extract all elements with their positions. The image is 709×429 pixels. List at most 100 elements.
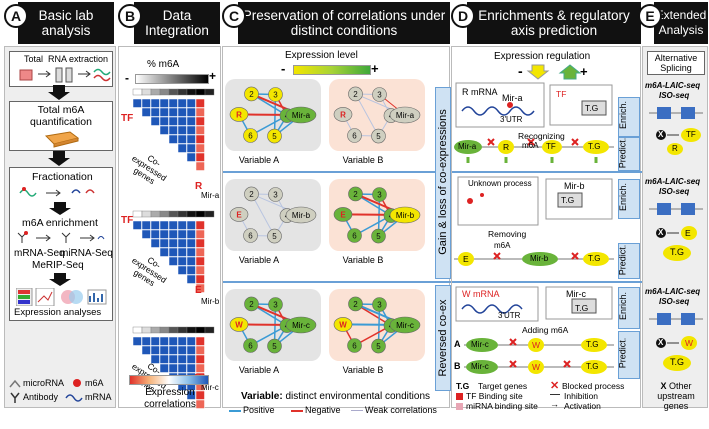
heatmap-cell: [177, 265, 187, 275]
row-divider-d1: [452, 171, 642, 173]
pct-m6a-label: % m6A: [147, 59, 180, 70]
variable-label: Variable B: [343, 255, 384, 265]
e1-tf: TF: [686, 130, 696, 139]
heatmap-cell: [168, 238, 178, 248]
panel-b-letter: B: [118, 4, 142, 28]
row1-mechanism: [454, 82, 614, 163]
panel-e-letter: E: [638, 4, 662, 28]
r1-node-r: R: [503, 142, 510, 152]
variable-label: Variable A: [239, 155, 279, 165]
node-label: 6: [352, 341, 357, 350]
network-node: W: [333, 317, 353, 332]
node-label: 3: [273, 301, 278, 310]
legend-mirbs: miRNA binding site: [466, 401, 538, 411]
mir-node: Mir-a: [389, 106, 421, 124]
node-label: 5: [272, 232, 277, 241]
r2-m6a: m6A: [494, 241, 511, 250]
tf-label-1: TF: [121, 113, 134, 124]
heatmap-cell: [159, 238, 169, 248]
network-node: 6: [347, 128, 362, 143]
mrna-icon: [65, 394, 83, 402]
e3-seq1: m6A-LAIC-seq: [645, 287, 701, 296]
panel-e-title: Extended Analysis: [654, 2, 708, 44]
heatmap-cell: [168, 256, 178, 266]
heatmap-cell: [177, 143, 187, 153]
e2-seq1: m6A-LAIC-seq: [645, 177, 701, 186]
heatmap-cell: [195, 354, 205, 364]
expr-minus: -: [281, 61, 286, 76]
node-label: 6: [352, 231, 357, 240]
quant-label: Total m6A quantification: [30, 104, 92, 128]
legend-negative: Negative: [305, 405, 341, 415]
heatmap-cell: [195, 247, 205, 257]
heatmap-cell: [159, 354, 169, 364]
legend-m6a: m6A: [85, 378, 104, 388]
heatmap-cell: [168, 98, 178, 108]
predict-tab-1: Predict.: [617, 137, 640, 171]
heatmap-cell: [132, 98, 142, 108]
m6a-cell: [159, 210, 170, 218]
heatmap-cell: [168, 116, 178, 126]
enrichment-label: m6A enrichment: [22, 217, 98, 229]
m6a-cell: [186, 88, 197, 96]
heatmap-cell: [159, 336, 169, 346]
r1-utr: 3'UTR: [500, 115, 523, 124]
heatmap-cell: [195, 256, 205, 266]
heatmap-cell: [186, 363, 196, 373]
heatmap-cell: [195, 161, 205, 171]
heatmap-cell: [141, 220, 151, 230]
antibody-icon: [10, 392, 20, 403]
legend-microrna: microRNA: [23, 378, 65, 388]
r1-m6a: m6A: [522, 141, 539, 150]
variable-label: Variable A: [239, 255, 279, 265]
heatmap-cell: [186, 134, 196, 144]
heatmap-cell: [186, 238, 196, 248]
legend-weak-line: [351, 410, 363, 411]
heatmap-cell: [177, 354, 187, 364]
mir-node: Mir-c: [389, 316, 421, 334]
legend-negative-line: [291, 410, 303, 412]
analysis-thumbnails: [16, 288, 107, 306]
panel-c: C Preservation of correlations under dis…: [222, 0, 451, 415]
heatmap-cell: [186, 107, 196, 117]
inhibition-line-icon: [550, 394, 560, 395]
side-label-gain: Gain & loss of co-expressions: [435, 87, 451, 279]
heatmap-cell: [186, 247, 196, 257]
heatmap-cell: [195, 125, 205, 135]
heatmap-cell: [177, 345, 187, 355]
correlation-edge: [251, 193, 275, 237]
network-node: 2: [348, 296, 363, 312]
network-node: 2: [348, 86, 363, 102]
heatmap-cell: [159, 116, 169, 126]
mir-label: Mir-b: [396, 211, 415, 220]
mir-label: Mir-b: [292, 211, 311, 220]
e1-r: R: [672, 144, 678, 153]
heatmap-cell: [150, 116, 160, 126]
mir-node: Mir-b: [285, 206, 317, 224]
other-x: X: [660, 381, 667, 391]
heatmap-cell: [150, 107, 160, 117]
network-node: 5: [371, 228, 386, 244]
e1-seq2: ISO-seq: [659, 91, 690, 100]
r3-label-b: B: [454, 361, 461, 371]
r1-mir: Mir-a: [502, 93, 523, 103]
node-label: 2: [353, 190, 358, 199]
node-label: 6: [248, 131, 253, 140]
e2-x: X: [658, 228, 664, 237]
gene-label-r: R: [195, 181, 203, 192]
m6a-cell: [168, 326, 179, 334]
r3-node-tg-b: T.G: [586, 362, 599, 371]
heatmap-cell: [168, 247, 178, 257]
heatmap-cell: [132, 336, 142, 346]
r2-mirb: Mir-b: [564, 181, 585, 191]
m6a-cell: [132, 88, 143, 96]
node-label: 3: [273, 91, 278, 100]
heatmap-cell: [186, 125, 196, 135]
node-label: R: [236, 110, 242, 119]
side-rev-text: Reversed co-ex: [437, 299, 449, 377]
row-divider-2: [223, 281, 451, 283]
heatmap-cell: [168, 336, 178, 346]
heatmap-cell: [141, 98, 151, 108]
legend-inhibition: Inhibition: [564, 391, 599, 401]
panel-d-legend: T.G Target genes ✕ Blocked process TF Bi…: [456, 380, 640, 411]
